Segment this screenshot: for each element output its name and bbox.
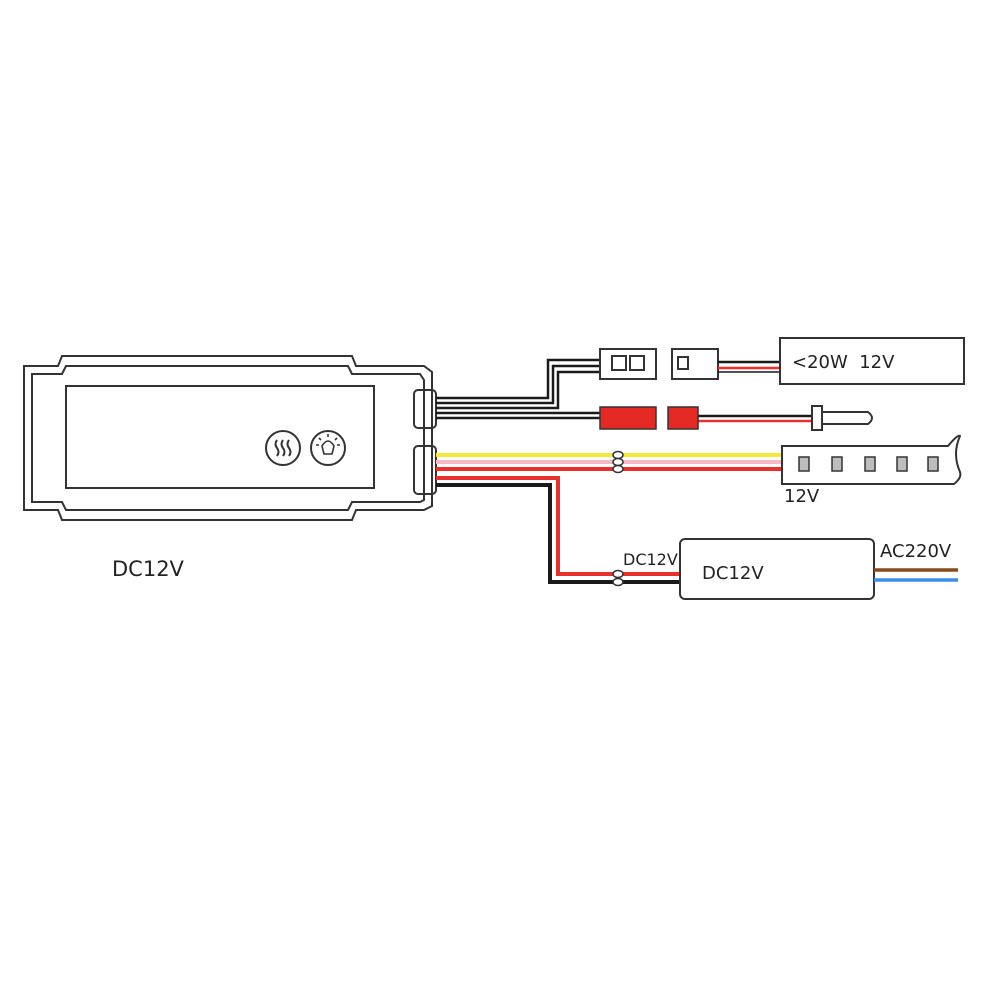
sensor-connector-a	[599, 406, 657, 430]
light-bulb-touch-icon	[316, 434, 340, 455]
sensor-wire	[436, 411, 812, 423]
controller-inner-shell	[31, 365, 425, 511]
led-chip	[927, 456, 939, 472]
led-wire-marker	[612, 450, 624, 474]
heater-connector-male	[599, 348, 657, 380]
controller-panel	[65, 385, 375, 489]
heater-connector-female	[671, 348, 719, 380]
heater-lead-wire	[718, 360, 780, 373]
led-strip-label: 12V	[784, 486, 820, 507]
mirror-heater-box	[779, 337, 965, 385]
temperature-probe	[811, 405, 873, 431]
led-chip	[831, 456, 843, 472]
controller	[23, 355, 437, 521]
light-button[interactable]	[310, 430, 346, 466]
led-strip	[781, 434, 962, 485]
heater-wire-pair	[436, 358, 600, 410]
led-chip	[896, 456, 908, 472]
led-strip-wires	[436, 453, 782, 471]
led-chip	[798, 456, 810, 472]
heat-button[interactable]	[265, 430, 301, 466]
led-strip-chips	[798, 456, 939, 472]
led-chip	[864, 456, 876, 472]
mirror-heater-label: <20W 12V	[792, 352, 895, 373]
controller-label: DC12V	[112, 557, 185, 581]
psu-body-label: DC12V	[702, 563, 764, 584]
ac-mains-wires	[874, 568, 958, 582]
controller-outer-shell	[23, 355, 433, 521]
psu-output-label: DC12V	[623, 550, 678, 569]
sensor-connector-b	[667, 406, 699, 430]
power-wire-marker	[612, 569, 624, 587]
psu-input-label: AC220V	[880, 541, 952, 562]
heat-waves-icon	[274, 439, 292, 457]
